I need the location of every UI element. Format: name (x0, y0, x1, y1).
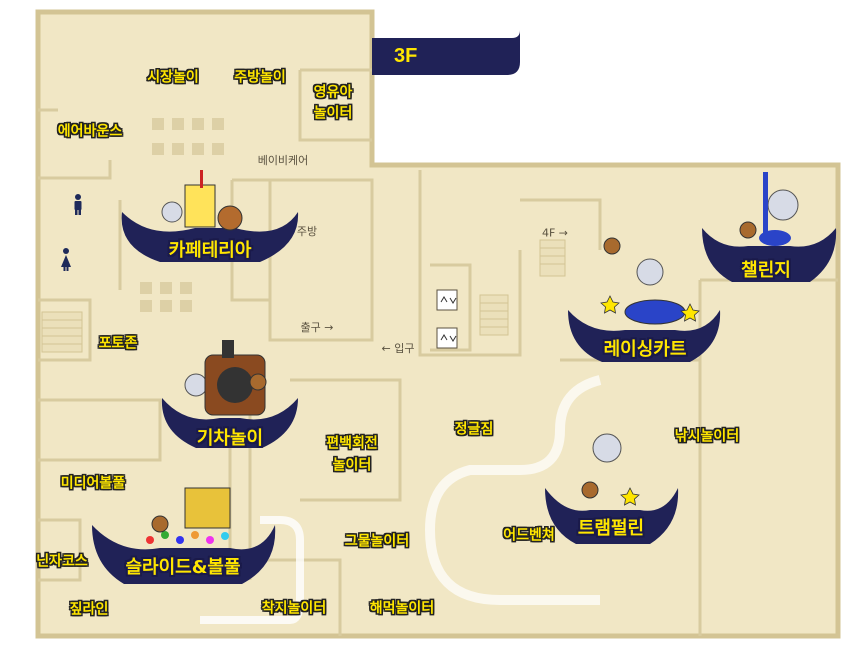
zone-adventure[interactable]: 어드벤쳐 (503, 527, 555, 544)
cafeteria-drink-icon (184, 170, 243, 231)
star-icon (600, 295, 700, 506)
building-outline (35, 9, 841, 639)
zone-landing-play[interactable]: 착지놀이터 (261, 600, 327, 617)
zone-photo-zone[interactable]: 포토존 (98, 335, 138, 352)
ballpool-icon (146, 487, 231, 544)
zone-kitchen-play[interactable]: 주방놀이 (234, 69, 286, 86)
train-icon (204, 340, 266, 416)
banners (92, 212, 837, 584)
elevator-icon (436, 289, 458, 311)
zone-gyro-play-line2[interactable]: 놀이터 (332, 457, 372, 474)
zone-zipline[interactable]: 짚라인 (69, 601, 109, 618)
attraction-train-play[interactable]: 기차놀이 (196, 428, 264, 449)
attraction-slide-ballpool[interactable]: 슬라이드&볼풀 (125, 557, 241, 578)
zone-net-play[interactable]: 그물놀이터 (344, 533, 410, 550)
zone-infant-play-line1[interactable]: 영유아 (313, 84, 353, 101)
attraction-challenge[interactable]: 챌린지 (741, 260, 791, 281)
facility-entrance: ← 입구 (381, 342, 415, 355)
challenge-pole-icon (759, 172, 791, 246)
restroom-male-icon (74, 194, 82, 215)
floor-badge-shape (372, 20, 520, 75)
monkey-icon (151, 221, 757, 533)
facility-kitchen: 주방 (296, 225, 318, 238)
attraction-trampoline[interactable]: 트램펄린 (577, 518, 645, 539)
adventure-track (424, 375, 602, 605)
facility-exit: 출구 → (300, 321, 334, 334)
kart-icon (624, 299, 686, 325)
attraction-racing-kart[interactable]: 레이싱카트 (603, 339, 687, 360)
zone-media-ballpool[interactable]: 미디어볼풀 (60, 475, 126, 492)
zone-market-play[interactable]: 시장놀이 (147, 69, 199, 86)
cafe-tables (140, 118, 224, 312)
restroom-female-icon (61, 248, 71, 271)
zone-infant-play-line2[interactable]: 놀이터 (313, 105, 353, 122)
slide-track (200, 516, 304, 624)
stairs (41, 239, 566, 353)
zone-gyro-play-line1[interactable]: 편백회전 (326, 435, 378, 452)
floor-badge: 3F (394, 44, 418, 67)
facility-baby-care: 베이비케어 (257, 154, 309, 167)
zone-fishing-play[interactable]: 낚시놀이터 (674, 428, 740, 445)
facility-to-4f: 4F → (541, 226, 569, 240)
zone-hammock-play[interactable]: 해먹놀이터 (369, 600, 435, 617)
elevator-icon (436, 327, 458, 349)
zone-jungle-gym[interactable]: 정글짐 (454, 421, 494, 438)
zone-ninja-course[interactable]: 닌자코스 (36, 553, 88, 570)
attraction-cafeteria[interactable]: 카페테리아 (168, 240, 252, 261)
zone-air-bounce[interactable]: 에어바운스 (57, 123, 123, 140)
